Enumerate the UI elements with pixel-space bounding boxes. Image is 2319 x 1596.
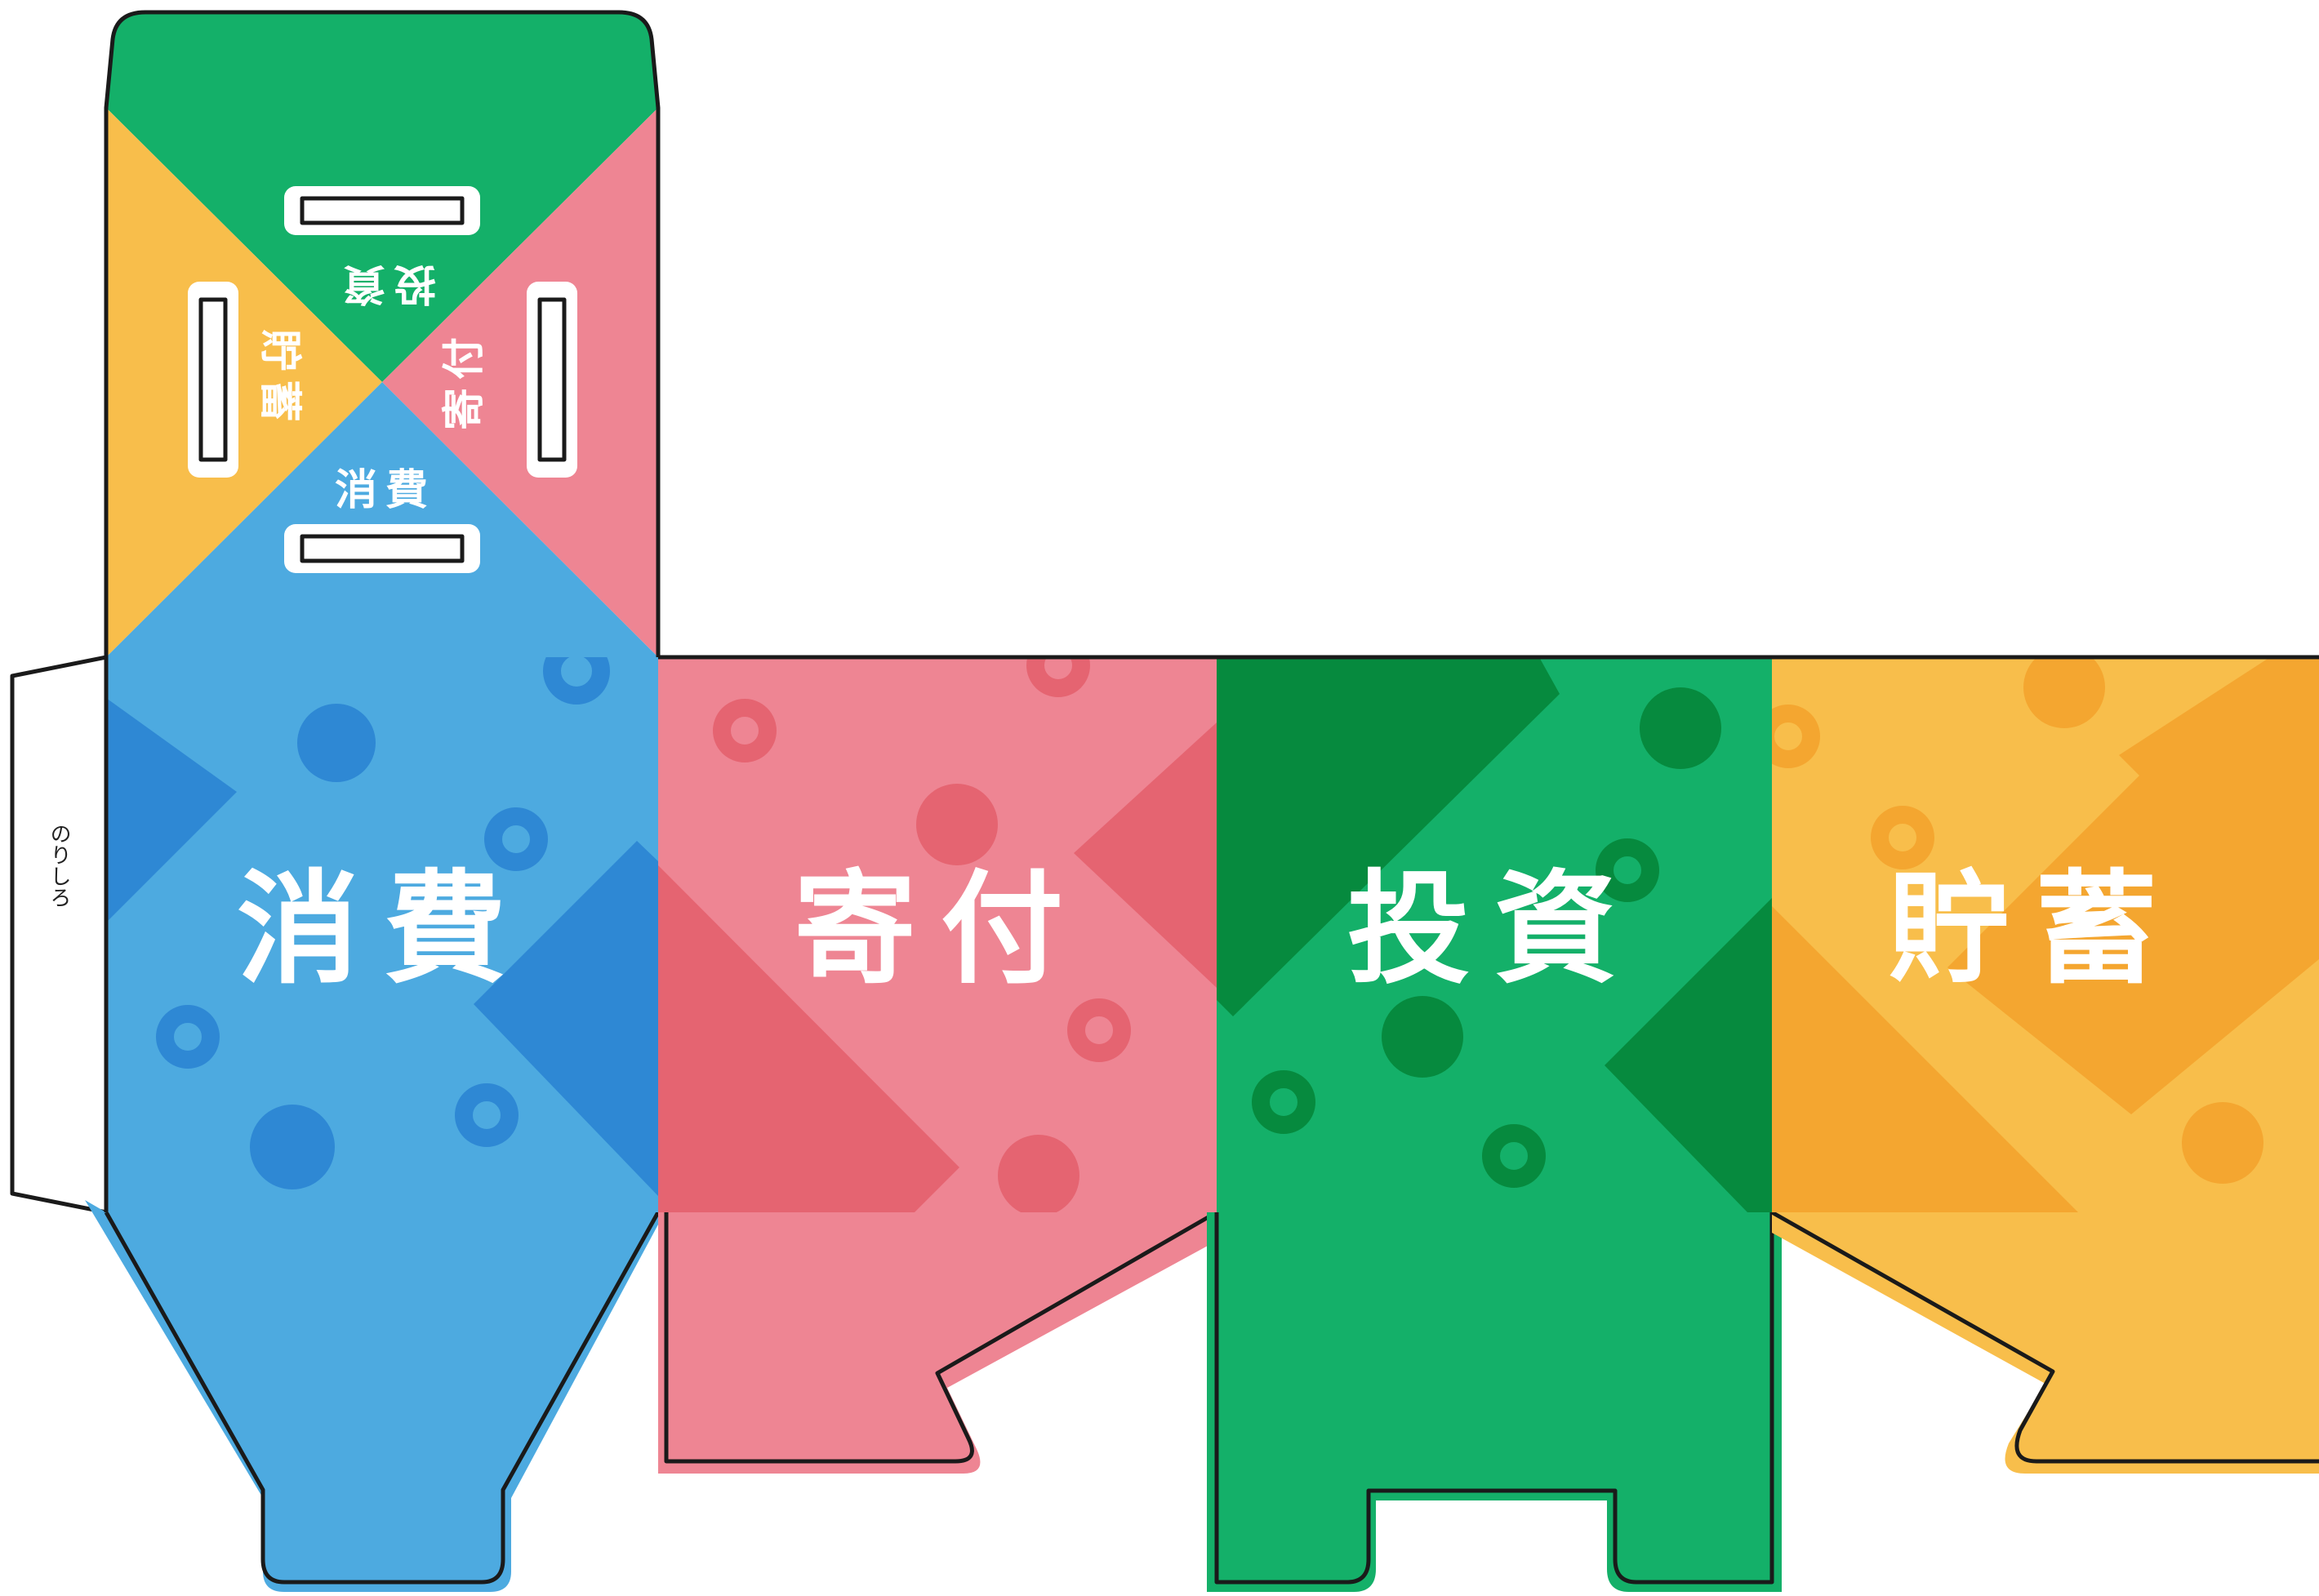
top-face: 投資 貯蓄 寄付 消費 bbox=[104, 10, 661, 657]
lid-triangle-donation bbox=[382, 108, 658, 657]
dot bbox=[998, 1135, 1079, 1212]
ring bbox=[713, 699, 777, 762]
lid-triangle-investment bbox=[106, 108, 658, 382]
panel-investment: 投資 bbox=[1207, 657, 1782, 1592]
ring bbox=[543, 657, 610, 705]
coin-slot-right[interactable] bbox=[527, 282, 577, 478]
flap-investment bbox=[1207, 1212, 1782, 1592]
ring bbox=[1596, 838, 1659, 902]
ring bbox=[1871, 806, 1934, 869]
coin-slot-left[interactable] bbox=[188, 282, 238, 478]
flap-donation bbox=[658, 1212, 1217, 1474]
panel-label-savings: 貯蓄 bbox=[1888, 859, 2182, 1001]
panel-label-investment: 投資 bbox=[1347, 859, 1641, 1001]
lid-label-savings: 貯蓄 bbox=[255, 329, 304, 430]
ring bbox=[455, 1083, 519, 1147]
ring bbox=[1772, 705, 1820, 768]
glue-tab: のりしろ bbox=[10, 655, 107, 1215]
coin-slot-top[interactable] bbox=[284, 186, 480, 235]
panel-label-donation: 寄付 bbox=[794, 859, 1088, 1001]
lid-triangle-consumption bbox=[106, 382, 658, 657]
panel-donation: 寄付 bbox=[658, 657, 1218, 1474]
lid-triangle-savings bbox=[106, 108, 382, 657]
top-tab bbox=[106, 12, 658, 108]
ring bbox=[484, 807, 548, 871]
dot bbox=[1640, 687, 1721, 769]
dot bbox=[1382, 996, 1463, 1078]
panel-savings: 貯蓄 bbox=[1770, 657, 2319, 1474]
dot bbox=[250, 1105, 335, 1189]
ring bbox=[1026, 657, 1090, 697]
ring bbox=[1067, 998, 1131, 1062]
lid-outline bbox=[104, 10, 661, 657]
coin-slot-bottom[interactable] bbox=[284, 524, 480, 573]
ring bbox=[1482, 1124, 1546, 1188]
dot bbox=[916, 784, 998, 865]
panel-label-consumption: 消費 bbox=[237, 859, 531, 1001]
flap-savings bbox=[1772, 1212, 2319, 1474]
lid-label-donation: 寄付 bbox=[440, 329, 489, 430]
glue-tab-label: のりしろ bbox=[47, 823, 71, 908]
flap-consumption bbox=[85, 1200, 658, 1592]
panel-consumption: 消費 bbox=[85, 657, 661, 1592]
ring bbox=[156, 1005, 220, 1069]
lid-label-investment: 投資 bbox=[335, 259, 436, 308]
ring bbox=[1252, 1070, 1315, 1134]
lid-label-consumption: 消費 bbox=[335, 466, 436, 515]
dot bbox=[297, 704, 376, 782]
dot bbox=[2182, 1102, 2263, 1184]
dot bbox=[2023, 657, 2105, 728]
